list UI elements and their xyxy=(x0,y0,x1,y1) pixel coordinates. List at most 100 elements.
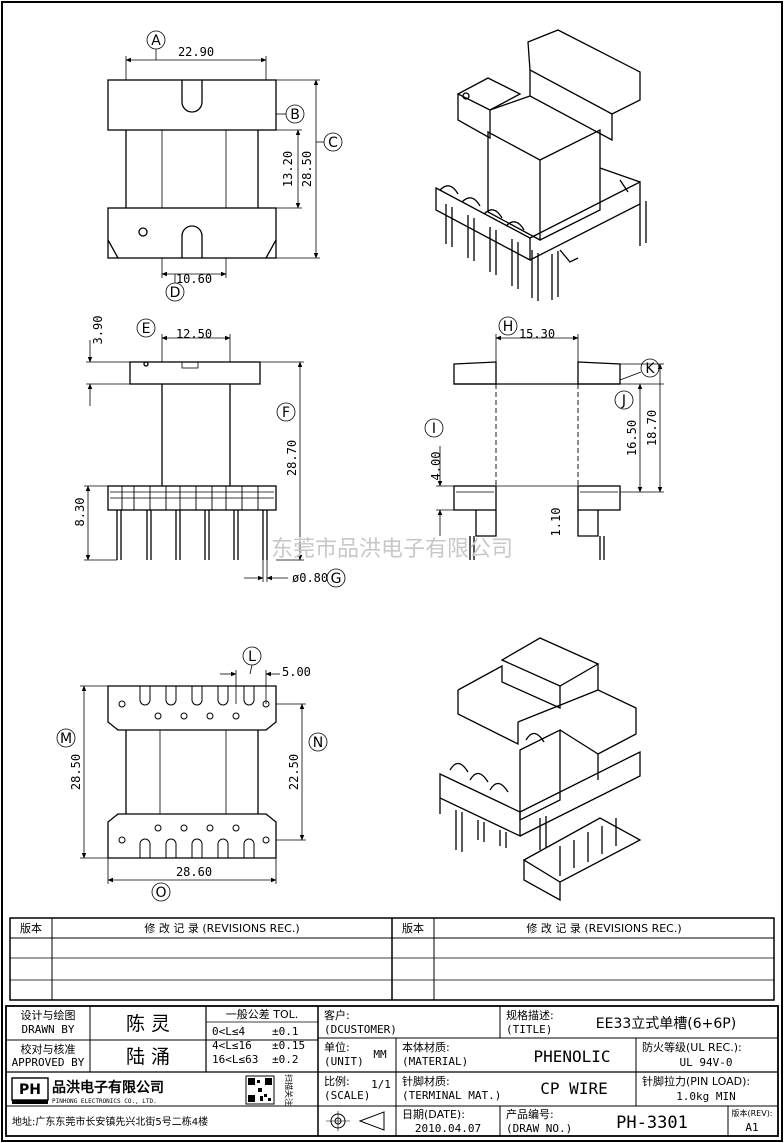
dim-e3: 3.90 xyxy=(91,316,105,345)
dim-b: 13.20 xyxy=(281,151,295,187)
spec-label-cn: 规格描述: xyxy=(506,1008,554,1022)
dim-k: 18.70 xyxy=(645,410,659,446)
top-view-dims xyxy=(125,30,343,302)
tol-label: 一般公差 TOL. xyxy=(226,1007,299,1021)
callout-i: I xyxy=(432,421,436,437)
dim-g: ø0.80 xyxy=(292,571,328,585)
material-label-cn: 本体材质: xyxy=(402,1040,450,1054)
dim-n: 22.50 xyxy=(287,754,301,790)
callout-o: O xyxy=(155,885,166,901)
approver-name: 陆 涌 xyxy=(126,1046,170,1068)
tol-value-1: ±0.1 xyxy=(272,1025,299,1038)
dim-i1: 1.10 xyxy=(549,508,563,537)
dim-o: 28.60 xyxy=(176,865,212,879)
revisions-table xyxy=(9,917,775,1001)
dim-a: 22.90 xyxy=(178,45,214,59)
dim-i: 4.00 xyxy=(429,452,443,481)
callout-h: H xyxy=(503,319,514,335)
side-view xyxy=(453,361,621,560)
fire-label: 防火等级(UL REC.): xyxy=(642,1040,742,1054)
side-view-dims xyxy=(424,316,664,536)
logo-text: PH xyxy=(19,1082,41,1098)
tol-range-3: 16<L≤63 xyxy=(212,1053,258,1066)
company-address: 地址:广东东莞市长安镇先兴北街5号二栋4楼 xyxy=(12,1115,208,1128)
customer-label-en: (DCUSTOMER) xyxy=(324,1023,397,1036)
callout-k: K xyxy=(645,361,655,377)
terminal-value: CP WIRE xyxy=(540,1079,607,1098)
approve-label-cn: 校对与核准 xyxy=(21,1042,76,1056)
spec-label-en: (TITLE) xyxy=(506,1023,552,1036)
qr-side-text: 扫描关注 xyxy=(284,1074,294,1106)
dim-e: 12.50 xyxy=(176,327,212,341)
terminal-label-cn: 针脚材质: xyxy=(402,1074,450,1088)
designer-name: 陈 灵 xyxy=(126,1013,170,1035)
dim-c: 28.50 xyxy=(300,151,314,187)
dim-l: 5.00 xyxy=(282,665,311,679)
approve-label-en: APPROVED BY xyxy=(12,1056,85,1069)
pinload-label: 针脚拉力(PIN LOAD): xyxy=(642,1074,750,1088)
dim-d: 10.60 xyxy=(176,272,212,286)
scale-label-cn: 比例: xyxy=(324,1074,350,1088)
isometric-view-2 xyxy=(439,637,642,902)
drawno-value: PH-3301 xyxy=(616,1113,688,1133)
dim-f: 28.70 xyxy=(285,440,299,476)
tol-value-2: ±0.15 xyxy=(272,1039,305,1052)
dim-j: 16.50 xyxy=(625,420,639,456)
projection-symbol xyxy=(326,1111,385,1131)
bottom-view xyxy=(107,685,277,859)
callout-m: M xyxy=(60,731,72,747)
callout-l: L xyxy=(248,649,256,665)
qr-code xyxy=(245,1075,275,1105)
dim-m: 28.50 xyxy=(69,754,83,790)
company-name-cn: 品洪电子有限公司 xyxy=(52,1079,164,1096)
dim-f8: 8.30 xyxy=(73,498,87,527)
rev-rec-header-left: 修 改 记 录 (REVISIONS REC.) xyxy=(144,921,299,935)
rev-label: 版本(REV): xyxy=(731,1108,772,1118)
company-name-en: PINHONG ELECTRONICS CO., LTD. xyxy=(52,1098,157,1105)
callout-j: J xyxy=(621,393,626,409)
rev-value: A1 xyxy=(745,1121,758,1134)
rev-rec-header-right: 修 改 记 录 (REVISIONS REC.) xyxy=(526,921,681,935)
callout-a: A xyxy=(151,33,161,49)
date-label-cn: 日期(DATE): xyxy=(402,1108,465,1121)
customer-label-cn: 客户: xyxy=(324,1008,350,1022)
callout-g: G xyxy=(331,571,342,587)
material-value: PHENOLIC xyxy=(533,1047,610,1066)
drawno-label-en: (DRAW NO.) xyxy=(506,1122,572,1135)
bottom-view-dims xyxy=(56,646,328,902)
tol-range-2: 4<L≤16 xyxy=(212,1039,252,1052)
design-label-cn: 设计与绘图 xyxy=(21,1008,76,1022)
rev-ver-header-right: 版本 xyxy=(402,921,424,935)
scale-label-en: (SCALE) xyxy=(324,1089,370,1102)
spec-value: EE33立式单槽(6+6P) xyxy=(596,1016,736,1032)
isometric-view-1 xyxy=(435,29,647,301)
material-label-en: (MATERIAL) xyxy=(402,1055,468,1068)
dim-h: 15.30 xyxy=(519,327,555,341)
callout-d: D xyxy=(170,285,181,301)
date-value: 2010.04.07 xyxy=(415,1122,481,1135)
callout-n: N xyxy=(313,735,323,751)
watermark: 东莞市品洪电子有限公司 xyxy=(271,537,513,562)
unit-label-cn: 单位: xyxy=(324,1040,350,1054)
callout-e: E xyxy=(142,321,151,337)
terminal-label-en: (TERMINAL MAT.) xyxy=(402,1089,501,1102)
callout-f: F xyxy=(282,405,290,421)
fire-value: UL 94V-0 xyxy=(680,1056,733,1069)
pinload-value: 1.0kg MIN xyxy=(676,1090,736,1103)
front-view-dims xyxy=(84,318,346,588)
top-view xyxy=(107,79,277,259)
callout-c: C xyxy=(328,135,338,151)
scale-value: 1/1 xyxy=(371,1078,391,1091)
tol-range-1: 0<L≤4 xyxy=(212,1025,245,1038)
tol-value-3: ±0.2 xyxy=(272,1053,299,1066)
unit-label-en: (UNIT) xyxy=(324,1055,364,1068)
design-label-en: DRAWN BY xyxy=(22,1023,75,1036)
rev-ver-header-left: 版本 xyxy=(20,921,42,935)
title-block xyxy=(5,1005,779,1137)
front-view xyxy=(107,361,277,560)
callout-b: B xyxy=(290,107,300,123)
drawno-label-cn: 产品编号: xyxy=(506,1107,554,1121)
company-logo: PH xyxy=(11,1077,49,1104)
